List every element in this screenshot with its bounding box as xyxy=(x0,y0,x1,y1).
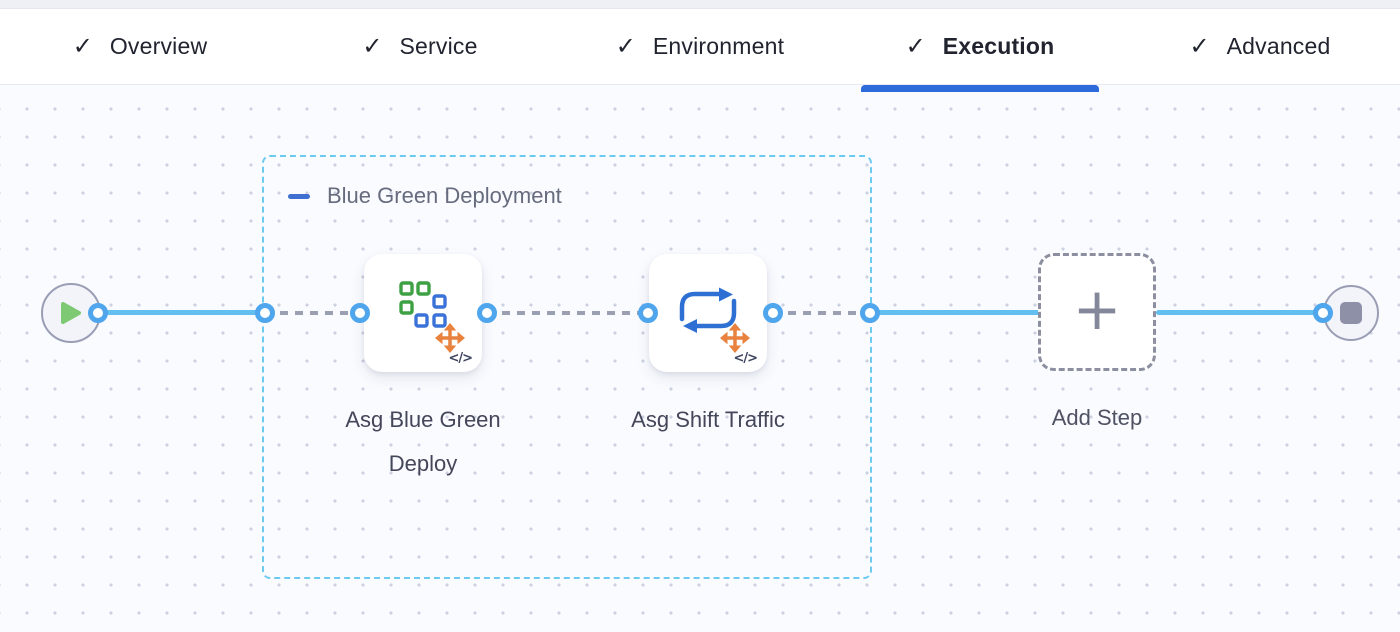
connector-port[interactable] xyxy=(1313,303,1333,323)
tab-advanced[interactable]: ✓ Advanced xyxy=(1120,9,1400,84)
tab-label: Advanced xyxy=(1226,33,1331,59)
play-icon xyxy=(61,302,81,324)
move-arrows-icon xyxy=(435,323,465,353)
check-icon: ✓ xyxy=(362,32,383,60)
tab-service[interactable]: ✓ Service xyxy=(280,9,560,84)
check-icon: ✓ xyxy=(72,32,93,60)
connector-port[interactable] xyxy=(763,303,783,323)
connector-port[interactable] xyxy=(350,303,370,323)
connector-line-solid xyxy=(98,310,265,315)
step-label-asg-blue-green-deploy: Asg Blue Green Deploy xyxy=(345,407,501,476)
connector-line-dashed xyxy=(265,311,360,315)
check-icon: ✓ xyxy=(905,32,926,60)
tab-execution[interactable]: ✓ Execution xyxy=(840,9,1120,92)
connector-line-dashed xyxy=(487,311,648,315)
add-step-button[interactable]: + xyxy=(1038,253,1156,371)
step-group-header: Blue Green Deployment xyxy=(288,183,870,209)
step-config-tabbar: ✓ Overview ✓ Service ✓ Environment ✓ Exe… xyxy=(0,9,1400,92)
step-group-blue-green-deployment: Blue Green Deployment xyxy=(262,155,872,579)
step-label-asg-shift-traffic: Asg Shift Traffic xyxy=(631,407,785,432)
tab-overview[interactable]: ✓ Overview xyxy=(0,9,280,84)
connector-port[interactable] xyxy=(88,303,108,323)
connector-port[interactable] xyxy=(477,303,497,323)
check-icon: ✓ xyxy=(1189,32,1210,60)
asg-shift-traffic-icon xyxy=(679,287,737,333)
collapse-minus-icon[interactable] xyxy=(288,193,310,199)
step-group-label[interactable]: Blue Green Deployment xyxy=(327,183,562,208)
asg-blue-green-deploy-icon xyxy=(399,281,447,328)
tab-label: Execution xyxy=(942,33,1055,59)
page-top-strip xyxy=(0,0,1400,9)
connector-line-solid xyxy=(1156,310,1323,315)
connector-line-solid xyxy=(870,310,1040,315)
connector-port[interactable] xyxy=(638,303,658,323)
tab-environment[interactable]: ✓ Environment xyxy=(560,9,840,84)
stop-icon xyxy=(1340,302,1362,324)
tab-label: Environment xyxy=(652,33,785,59)
tab-label: Overview xyxy=(109,33,208,59)
code-badge: </> xyxy=(448,351,473,366)
plus-icon: + xyxy=(1072,275,1122,343)
tab-label: Service xyxy=(399,33,478,59)
connector-port[interactable] xyxy=(860,303,880,323)
move-arrows-icon xyxy=(720,323,750,353)
connector-line-dashed xyxy=(773,311,870,315)
step-node-asg-blue-green-deploy[interactable]: </> xyxy=(364,254,482,372)
connector-port[interactable] xyxy=(255,303,275,323)
add-step-label: Add Step xyxy=(1051,405,1143,430)
code-badge: </> xyxy=(733,351,758,366)
active-tab-underline xyxy=(861,85,1099,92)
pipeline-canvas[interactable]: Blue Green Deployment xyxy=(0,86,1400,632)
check-icon: ✓ xyxy=(615,32,636,60)
step-node-asg-shift-traffic[interactable]: </> xyxy=(649,254,767,372)
